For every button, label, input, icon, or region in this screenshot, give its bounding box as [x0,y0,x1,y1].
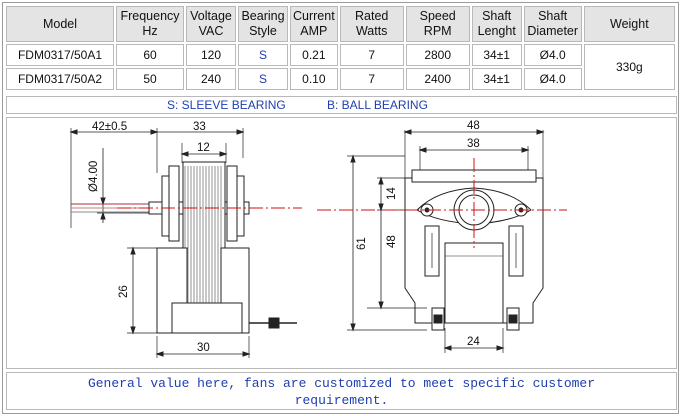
dim-base-width: 30 [197,342,210,354]
front-view [347,129,545,353]
cell-current: 0.21 [290,44,338,66]
dim-shaft-extension: 42±0.5 [92,121,127,133]
note-line-2: requirement. [294,393,389,408]
cell-bearing: S [238,44,288,66]
header-weight: Weight [583,6,675,42]
cell-speed: 2800 [405,44,470,66]
legend-sleeve: S: SLEEVE BEARING [167,98,286,112]
cell-shaft-length: 34±1 [471,44,522,66]
customization-note: General value here, fans are customized … [6,372,677,410]
motor-drawing: 42±0.5 33 12 Ø4.00 26 30 [6,117,677,369]
cell-shaft-length: 34±1 [471,68,522,90]
cell-watts: 7 [339,68,404,90]
note-line-1: General value here, fans are customized … [87,376,596,391]
dim-top-width: 33 [193,121,206,133]
dim-total-height: 61 [356,237,368,250]
cell-weight: 330g [583,44,675,90]
cell-bearing: S [238,68,288,90]
cell-shaft-diameter: Ø4.0 [523,44,582,66]
cell-model: FDM0317/50A1 [6,44,114,66]
cell-speed: 2400 [405,68,470,90]
cell-watts: 7 [339,44,404,66]
dim-coil-width: 12 [197,142,210,154]
cell-frequency: 60 [116,44,184,66]
dim-bottom-width: 24 [467,336,480,348]
dim-mount-height: 48 [386,235,398,248]
cell-shaft-diameter: Ø4.0 [523,68,582,90]
dim-front-inner: 38 [467,138,480,150]
dim-shaft-height: 14 [386,187,398,200]
cell-current: 0.10 [290,68,338,90]
header-model: Model [6,6,114,42]
cell-voltage: 120 [186,44,236,66]
dim-shaft-diameter: Ø4.00 [88,161,100,192]
side-view [69,128,297,358]
dim-front-width: 48 [467,120,480,132]
table-row: FDM0317/50A1 60 120 S 0.21 7 2800 34±1 Ø… [6,44,675,90]
cell-voltage: 240 [186,68,236,90]
table-row: FDM0317/50A2 50 240 S 0.10 7 2400 34±1 Ø… [6,68,675,90]
legend-ball: B: BALL BEARING [327,98,428,112]
cell-model: FDM0317/50A2 [6,68,114,90]
bearing-legend: S: SLEEVE BEARING B: BALL BEARING [6,96,677,114]
dim-side-height: 26 [118,285,130,298]
cell-frequency: 50 [116,68,184,90]
motor-drawing-svg: 42±0.5 33 12 Ø4.00 26 30 [69,120,567,358]
